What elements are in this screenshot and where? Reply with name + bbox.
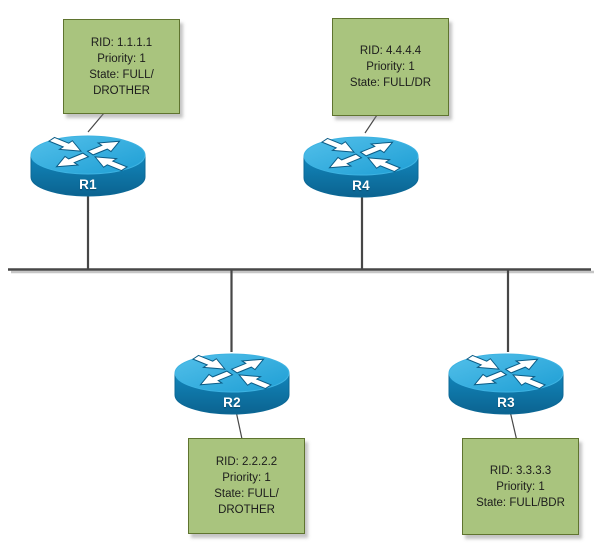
- info-line: RID: 1.1.1.1: [90, 36, 153, 49]
- router-label-r2: R2: [223, 395, 241, 410]
- cisco-router-icon: [448, 353, 564, 415]
- callout-leader-r4: [364, 114, 378, 134]
- info-line: State: FULL/: [89, 68, 154, 81]
- info-line: DROTHER: [218, 504, 275, 516]
- callout-leader-r1: [87, 112, 105, 133]
- info-line: RID: 3.3.3.3: [489, 464, 552, 477]
- cisco-router-icon: [303, 136, 419, 198]
- callout-leader-r2: [235, 410, 243, 440]
- info-line: Priority: 1: [366, 61, 415, 73]
- info-line: State: FULL/BDR: [476, 496, 565, 509]
- router-arrows-icon: [45, 135, 130, 173]
- router-r4: R4: [303, 129, 419, 201]
- router-r2: R2: [174, 346, 290, 418]
- cisco-router-icon: [30, 135, 146, 197]
- info-line: RID: 4.4.4.4: [359, 45, 422, 57]
- info-line: State: FULL/: [214, 488, 279, 500]
- info-line: Priority: 1: [222, 472, 271, 484]
- router-arrows-icon: [318, 136, 403, 174]
- info-line: State: FULL/DR: [349, 77, 432, 89]
- router-arrows-icon: [463, 353, 548, 391]
- info-line: Priority: 1: [97, 52, 146, 65]
- router-r3: R3: [448, 346, 564, 418]
- info-line: DROTHER: [93, 84, 150, 97]
- callout-leader-r3: [509, 410, 518, 440]
- info-line: RID: 2.2.2.2: [215, 456, 278, 468]
- router-label-r1: R1: [79, 177, 97, 192]
- info-line: Priority: 1: [496, 480, 545, 493]
- cisco-router-icon: [174, 353, 290, 415]
- router-r1: R1: [30, 128, 146, 200]
- router-label-r4: R4: [352, 178, 370, 193]
- router-arrows-icon: [189, 353, 274, 391]
- router-label-r3: R3: [497, 395, 515, 410]
